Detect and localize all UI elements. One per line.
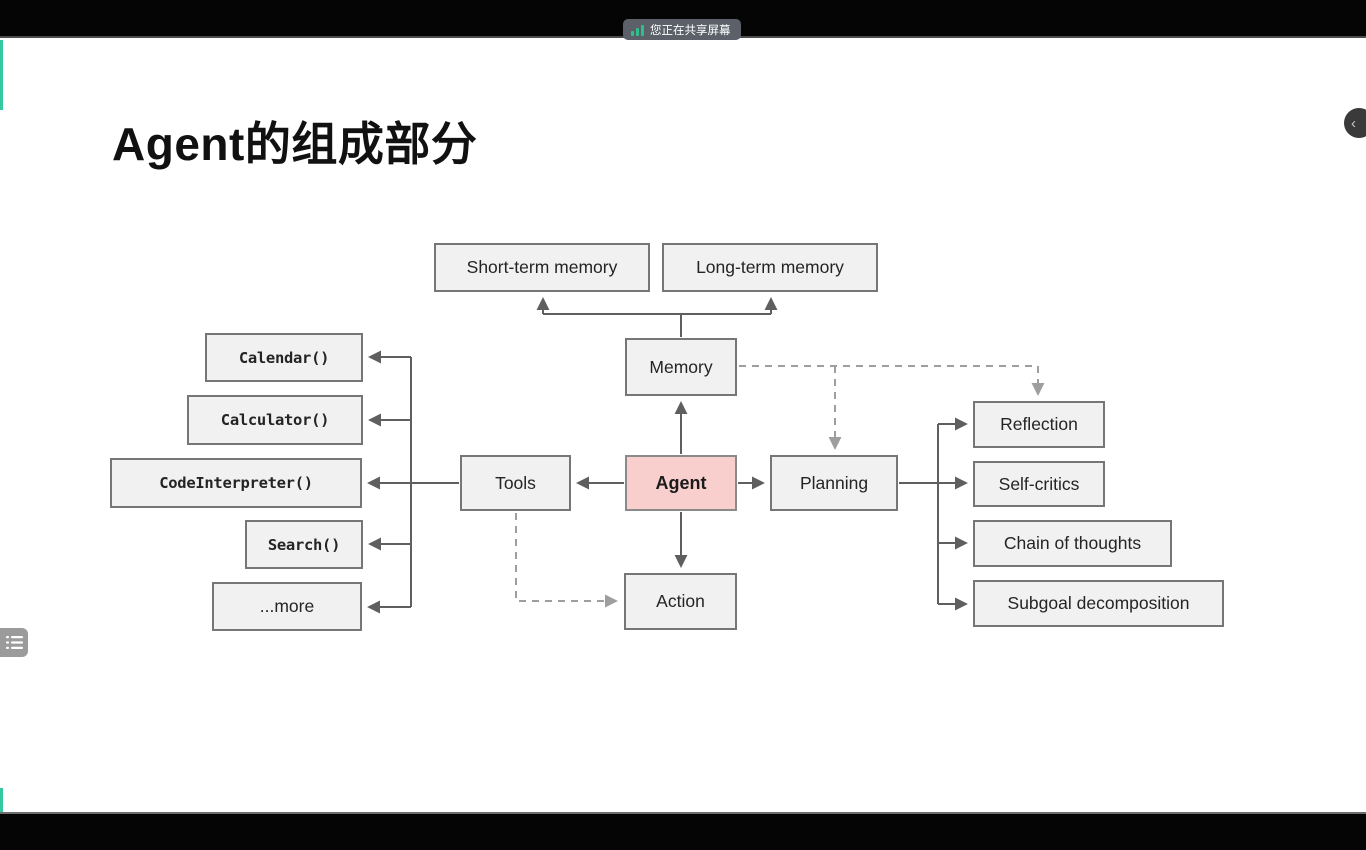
node-codeinterpreter: CodeInterpreter() <box>110 458 362 508</box>
node-agent: Agent <box>625 455 737 511</box>
bottom-bar <box>0 812 1366 850</box>
node-search: Search() <box>245 520 363 569</box>
screen-share-label: 您正在共享屏幕 <box>650 24 731 37</box>
screen-share-border-top <box>0 40 3 110</box>
node-more: ...more <box>212 582 362 631</box>
node-action: Action <box>624 573 737 630</box>
node-planning: Planning <box>770 455 898 511</box>
signal-bars-icon <box>631 24 644 36</box>
node-calendar: Calendar() <box>205 333 363 382</box>
node-chain-of-thoughts: Chain of thoughts <box>973 520 1172 567</box>
node-calculator: Calculator() <box>187 395 363 445</box>
edge-tools-trunk <box>410 357 459 607</box>
screen-share-border-bottom <box>0 788 3 812</box>
node-memory: Memory <box>625 338 737 396</box>
page-title: Agent的组成部分 <box>112 118 478 170</box>
node-tools: Tools <box>460 455 571 511</box>
node-reflection: Reflection <box>973 401 1105 448</box>
node-short-term-memory: Short-term memory <box>434 243 650 292</box>
node-subgoal-decomposition: Subgoal decomposition <box>973 580 1224 627</box>
edge-memory-split <box>543 313 771 337</box>
screen-share-pill[interactable]: 您正在共享屏幕 <box>623 19 741 40</box>
node-self-critics: Self-critics <box>973 461 1105 507</box>
thumbnail-panel-button[interactable] <box>0 628 28 657</box>
list-icon <box>6 636 23 649</box>
node-long-term-memory: Long-term memory <box>662 243 878 292</box>
chevron-left-icon: ‹ <box>1351 114 1356 132</box>
edge-planning-trunk <box>899 424 939 604</box>
prev-slide-button[interactable]: ‹ <box>1344 108 1366 138</box>
edge-tools-dashed-to-action <box>515 513 618 608</box>
